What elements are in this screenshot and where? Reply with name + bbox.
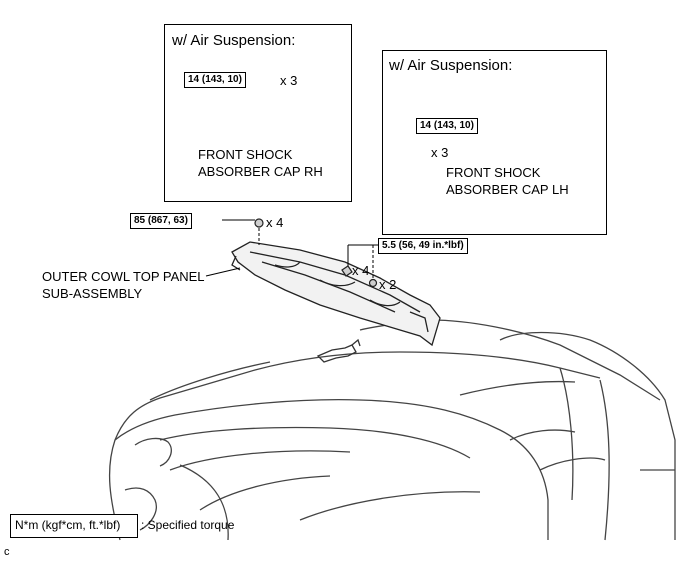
panel-lh-part-label-line2: ABSORBER CAP LH (446, 182, 569, 197)
fastener-drawings (254, 218, 378, 288)
torque-legend-units: N*m (kgf*cm, ft.*lbf) (15, 518, 121, 532)
panel-lh-quantity: x 3 (431, 145, 449, 160)
torque-legend-box (10, 514, 138, 538)
panel-lh-torque-spec: 14 (143, 10) (416, 118, 478, 134)
panel-lh-part-label-line1: FRONT SHOCK (446, 165, 541, 180)
outer-cowl-panel-drawing (231, 241, 441, 347)
corner-mark: c (4, 546, 10, 558)
air-suspension-panel-rh (164, 24, 352, 202)
panel-rh-torque-spec: 14 (143, 10) (184, 72, 246, 88)
cowl-clip-quantity: x 2 (379, 277, 397, 292)
panel-lh-title: w/ Air Suspension: (389, 57, 513, 74)
cowl-bolt-quantity: x 4 (352, 263, 370, 278)
cowl-bolt-torque-spec: 5.5 (56, 49 in.*lbf) (378, 238, 468, 254)
cowl-nut-torque-spec: 85 (867, 63) (130, 213, 192, 229)
cowl-nut-quantity: x 4 (266, 215, 284, 230)
cowl-panel-label-line2: SUB-ASSEMBLY (42, 286, 143, 301)
panel-rh-part-label-line2: ABSORBER CAP RH (198, 164, 323, 179)
torque-legend-description: : Specified torque (141, 518, 235, 532)
panel-rh-title: w/ Air Suspension: (172, 32, 296, 49)
cowl-panel-label-line1: OUTER COWL TOP PANEL (42, 269, 205, 284)
air-suspension-panel-lh (382, 50, 607, 235)
panel-rh-quantity: x 3 (280, 73, 298, 88)
panel-rh-part-label-line1: FRONT SHOCK (198, 147, 293, 162)
hose-part-drawing (316, 338, 361, 363)
vehicle-outline (108, 319, 676, 541)
